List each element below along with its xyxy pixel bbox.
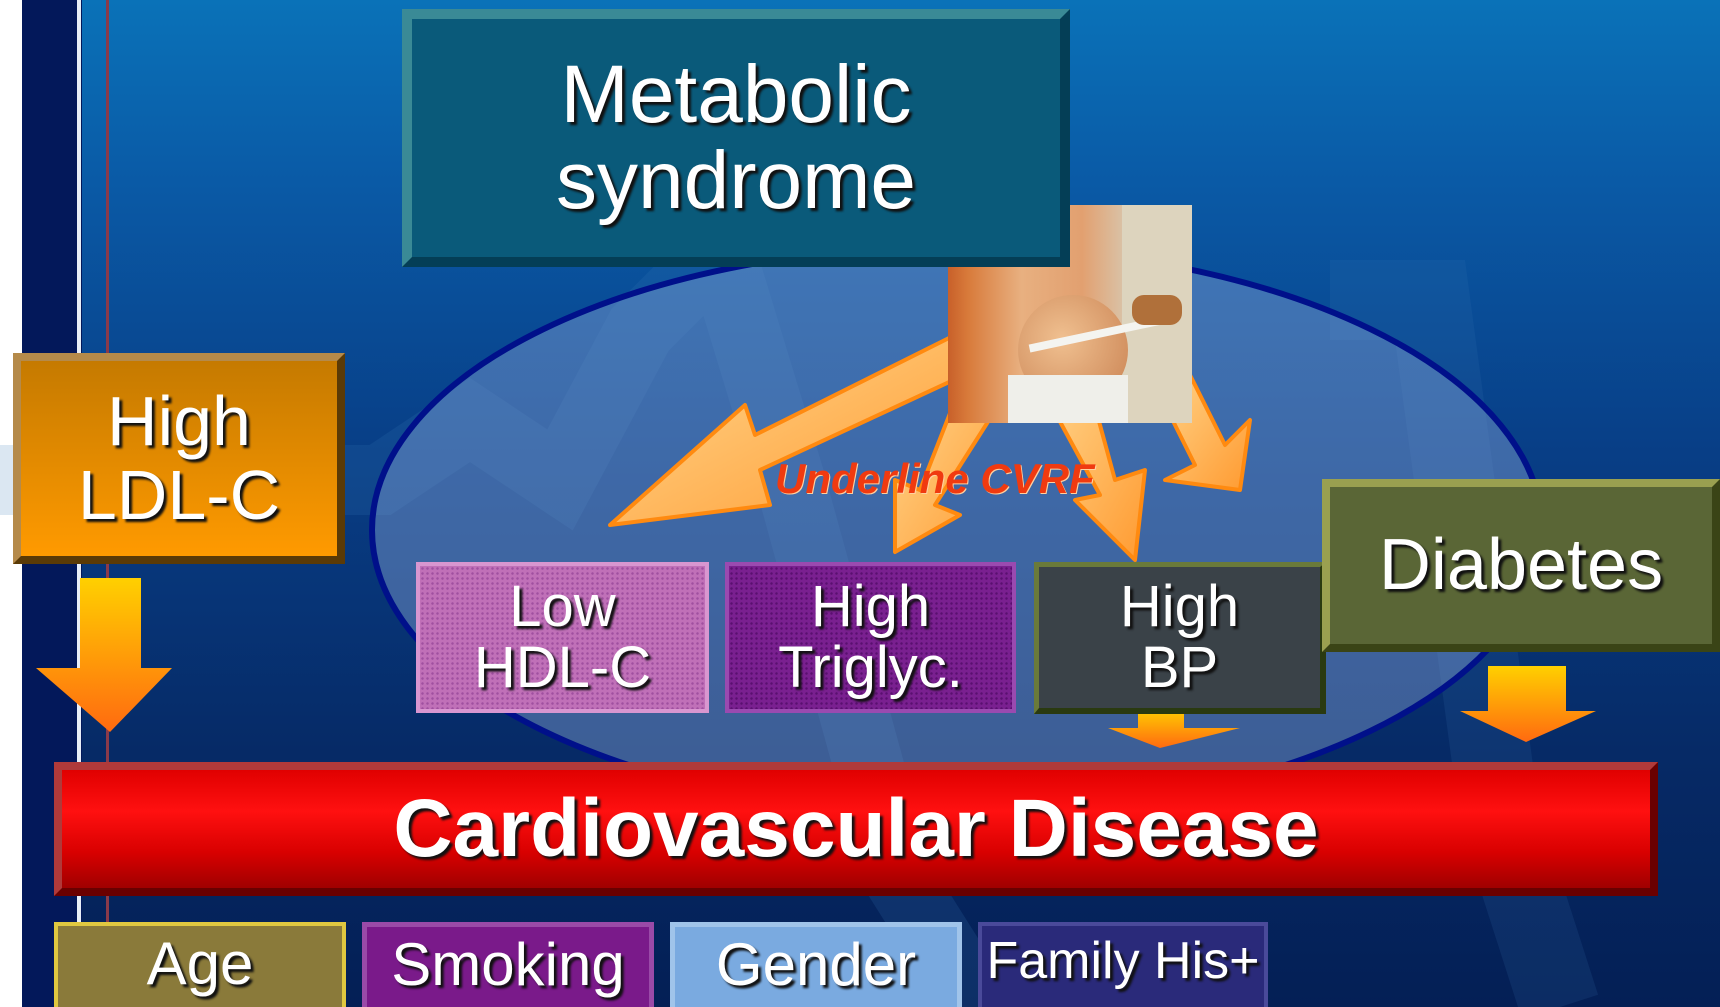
cvd-label: Cardiovascular Disease [393,786,1318,872]
cardiovascular-disease-bar: Cardiovascular Disease [54,762,1658,896]
diabetes-box: Diabetes [1322,479,1720,652]
title-line2: syndrome [556,138,916,224]
high-triglyc-box: High Triglyc. [725,562,1016,713]
family-history-label: Family His+ [986,934,1259,989]
risk-factor-smoking: Smoking [362,922,654,1007]
metabolic-syndrome-box: Metabolic syndrome [402,9,1070,267]
trig-line1: High [811,577,930,638]
risk-factor-age: Age [54,922,346,1007]
risk-factor-family-history: Family His+ [978,922,1268,1007]
trig-line2: Triglyc. [778,638,963,699]
smoking-label: Smoking [391,933,624,996]
title-line1: Metabolic [561,52,912,138]
bp-line2: BP [1141,638,1218,699]
bp-line1: High [1120,577,1239,638]
risk-factor-gender: Gender [670,922,962,1007]
high-bp-box: High BP [1034,562,1326,714]
arrow-ldl-down [36,578,172,732]
ldl-line1: High [107,385,251,459]
diabetes-label: Diabetes [1379,528,1663,604]
high-ldl-box: High LDL-C [13,353,345,564]
hdl-line1: Low [509,577,615,638]
low-hdl-box: Low HDL-C [416,562,709,713]
gender-label: Gender [716,933,916,996]
age-label: Age [147,932,254,995]
ldl-line2: LDL-C [78,459,280,533]
underline-cvrf-label: Underline CVRF [775,455,1095,503]
hdl-line2: HDL-C [474,638,651,699]
